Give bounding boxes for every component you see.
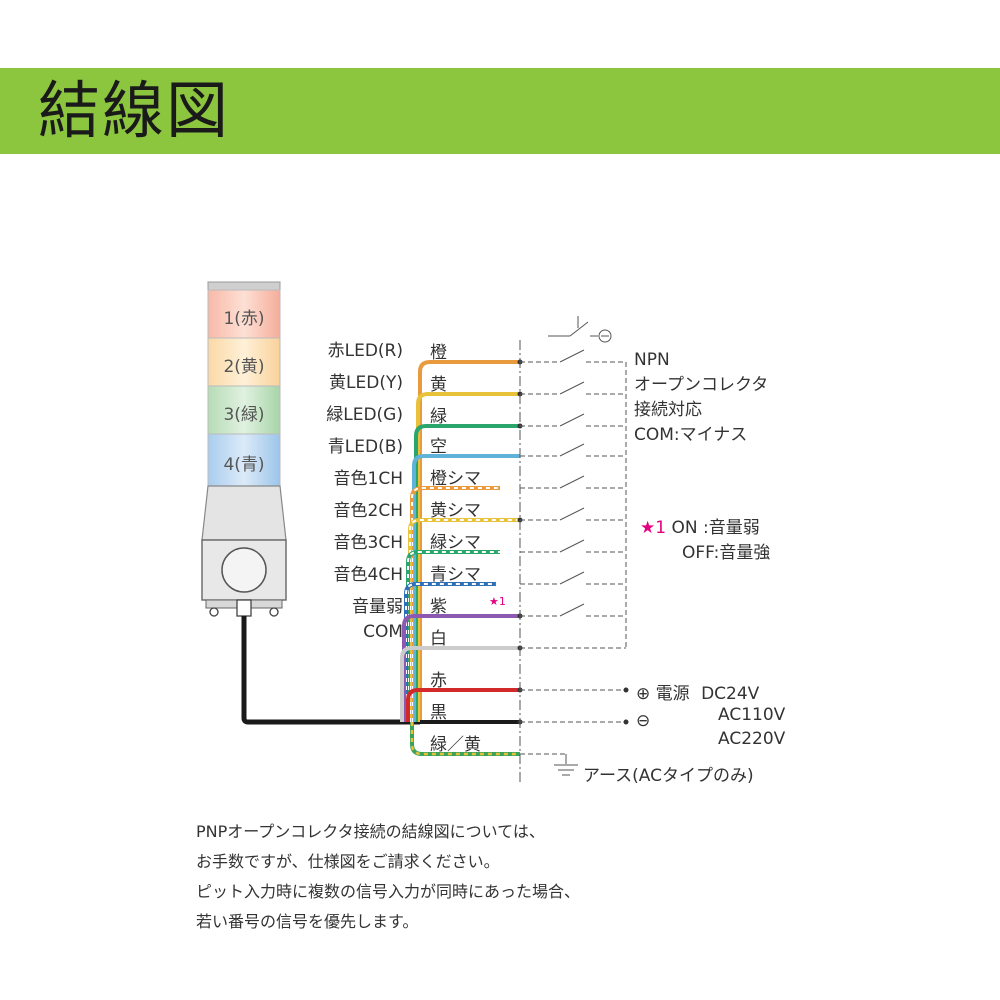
tier-label-blue: 4(青) bbox=[223, 455, 265, 475]
switch-blade bbox=[559, 571, 585, 585]
tower-cap bbox=[207, 281, 281, 291]
wire-yellow bbox=[416, 392, 520, 722]
signal-label: 音色1CH bbox=[333, 469, 403, 489]
earth-label: アース(ACタイプのみ) bbox=[583, 766, 754, 786]
wire-label: 橙シマ bbox=[430, 469, 481, 489]
wire-label: 緑 bbox=[430, 407, 447, 427]
tier-label-yellow: 2(黄) bbox=[223, 357, 265, 377]
switch-blade bbox=[559, 475, 585, 489]
volume-on-text: ON :音量弱 bbox=[671, 518, 760, 538]
npn-note-line: オープンコレクタ bbox=[634, 375, 769, 395]
volume-note-on: ★1 ON :音量弱 bbox=[640, 516, 770, 541]
voltage-dc24v: DC24V bbox=[701, 684, 760, 704]
wire-label: 橙 bbox=[430, 343, 447, 363]
wire-label: 緑シマ bbox=[430, 533, 481, 553]
wire-earth bbox=[410, 722, 520, 756]
footer-note-line: 若い番号の信号を優先します。 bbox=[196, 912, 419, 931]
signal-label: 黄LED(Y) bbox=[329, 373, 403, 393]
tier-red bbox=[207, 289, 281, 339]
npn-note-line: COM:マイナス bbox=[634, 425, 748, 445]
header-bar: 結線図 bbox=[0, 68, 1000, 154]
signal-label: 赤LED(R) bbox=[327, 341, 403, 361]
switch-blade bbox=[559, 349, 585, 363]
footer-note-line: お手数ですが、仕様図をご請求ください。 bbox=[196, 852, 500, 871]
switch-symbol bbox=[569, 321, 589, 337]
wire-label: 黄シマ bbox=[430, 501, 481, 521]
screw-icon bbox=[269, 607, 279, 617]
power-label: 電源 bbox=[655, 684, 690, 704]
signal-tower bbox=[201, 281, 287, 617]
wire-label: 青シマ bbox=[430, 565, 481, 585]
npn-note-line: 接続対応 bbox=[634, 400, 702, 420]
tier-yellow bbox=[207, 337, 281, 387]
wire-label: 赤 bbox=[430, 671, 447, 691]
voltage-ac110v: AC110V bbox=[718, 705, 786, 725]
tier-green bbox=[207, 385, 281, 435]
wire-orange-stripe bbox=[410, 486, 500, 722]
wire-white bbox=[400, 646, 520, 722]
signal-label: 音量弱 bbox=[352, 597, 403, 617]
wire-label: 紫 bbox=[430, 597, 447, 617]
footer-note-line: PNPオープンコレクタ接続の結線図については、 bbox=[196, 822, 545, 841]
tier-blue bbox=[207, 433, 281, 487]
switch-blade bbox=[559, 603, 585, 617]
wire-orange bbox=[418, 360, 520, 722]
wire-yellow-stripe-dash bbox=[409, 519, 520, 722]
volume-star-mark: ★1 bbox=[489, 595, 506, 608]
screw-icon bbox=[209, 607, 219, 617]
power-terminals bbox=[623, 687, 629, 725]
signal-label: COM bbox=[363, 622, 403, 642]
signal-label: 青LED(B) bbox=[327, 437, 403, 457]
wire-label: 空 bbox=[430, 437, 447, 457]
wire-blue-stripe-dash bbox=[405, 583, 496, 722]
signal-label: 緑LED(G) bbox=[326, 405, 403, 425]
wire-label: 黄 bbox=[430, 375, 447, 395]
wire-sky bbox=[412, 454, 520, 722]
switch-blade bbox=[559, 413, 585, 427]
npn-note: NPN オープンコレクタ 接続対応 COM:マイナス bbox=[634, 348, 768, 448]
switch-blade bbox=[559, 443, 585, 457]
power-terminal-dot bbox=[623, 687, 629, 693]
volume-note: ★1 ON :音量弱 OFF:音量強 bbox=[640, 516, 770, 566]
main-cable bbox=[241, 616, 420, 725]
wire-bundle bbox=[400, 360, 520, 756]
tier-label-green: 3(緑) bbox=[223, 405, 265, 425]
power-terminal-dot bbox=[623, 719, 629, 725]
wire-green-stripe-dash bbox=[407, 551, 500, 722]
voltage-ac220v: AC220V bbox=[718, 729, 786, 749]
minus-icon: ⊖ bbox=[636, 711, 651, 731]
wire-orange-stripe-dash bbox=[411, 487, 500, 722]
signal-label: 音色2CH bbox=[333, 501, 403, 521]
page-title: 結線図 bbox=[38, 74, 231, 147]
wire-purple bbox=[402, 614, 520, 722]
tier-label-red: 1(赤) bbox=[223, 309, 265, 329]
wire-red bbox=[406, 688, 520, 722]
star-icon: ★1 bbox=[640, 518, 667, 538]
wire-label: 緑／黄 bbox=[430, 735, 481, 755]
plus-icon: ⊕ bbox=[636, 684, 651, 704]
npn-note-line: NPN bbox=[634, 350, 670, 370]
wire-label: 黒 bbox=[430, 703, 447, 723]
power-plus-label: ⊕ 電源 DC24V bbox=[636, 679, 759, 704]
switch-circuit bbox=[520, 316, 627, 776]
footer-note-line: ピット入力時に複数の信号入力が同時にあった場合、 bbox=[196, 882, 581, 901]
buzzer-icon bbox=[221, 547, 267, 593]
wire-green bbox=[414, 424, 520, 722]
switch-blade bbox=[559, 381, 585, 395]
wire-label: 白 bbox=[430, 629, 447, 649]
volume-note-off: OFF:音量強 bbox=[682, 543, 771, 563]
switch-blade bbox=[559, 507, 585, 521]
signal-label: 音色3CH bbox=[333, 533, 403, 553]
switch-blade bbox=[559, 539, 585, 553]
signal-label: 音色4CH bbox=[333, 565, 403, 585]
